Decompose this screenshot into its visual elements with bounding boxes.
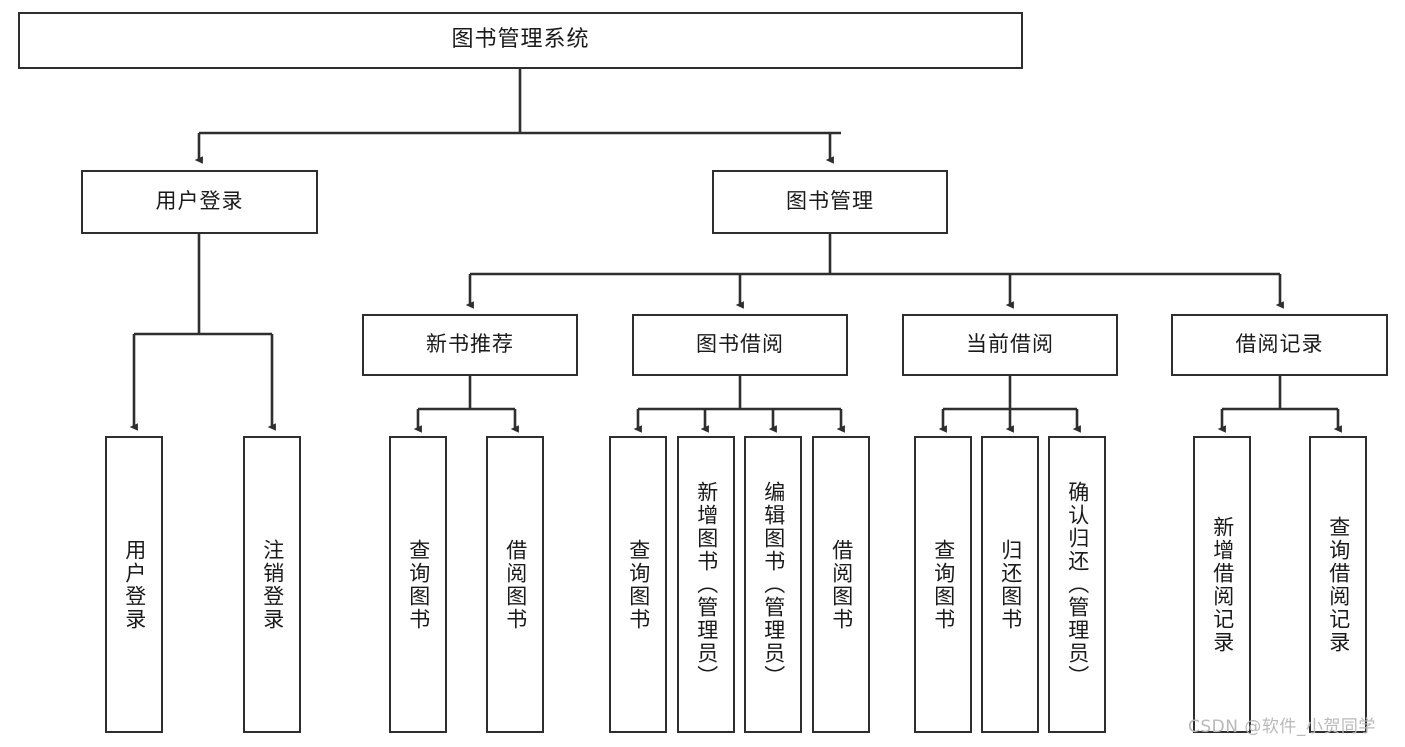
node-root-system-label: 图书管理系统 [451, 27, 590, 53]
leaf-query-book-2-label: 查询图书 [626, 538, 651, 631]
leaf-add-book-label: 新增图书（管理员） [694, 481, 719, 688]
leaf-borrow-book-1-label: 借阅图书 [503, 538, 528, 631]
node-user-login-label: 用户登录 [155, 189, 244, 214]
leaf-query-book-3-label: 查询图书 [931, 538, 956, 631]
node-user-login[interactable]: 用户登录 [81, 170, 318, 234]
node-book-borrow-label: 图书借阅 [696, 332, 784, 357]
leaf-return-book-label: 归还图书 [998, 538, 1023, 631]
node-book-borrow[interactable]: 图书借阅 [632, 314, 848, 376]
leaf-return-book[interactable]: 归还图书 [981, 436, 1039, 733]
leaf-query-book-2[interactable]: 查询图书 [609, 436, 667, 733]
node-borrow-record[interactable]: 借阅记录 [1171, 314, 1388, 376]
leaf-edit-book[interactable]: 编辑图书（管理员） [744, 436, 802, 733]
csdn-watermark: CSDN @软件_小贺同学 [1188, 717, 1376, 737]
leaf-confirm-return-label: 确认归还（管理员） [1065, 481, 1090, 688]
leaf-add-borrow-record-label: 新增借阅记录 [1210, 515, 1235, 654]
leaf-query-book-3[interactable]: 查询图书 [914, 436, 972, 733]
leaf-query-book-1[interactable]: 查询图书 [389, 436, 447, 733]
leaf-query-borrow-record[interactable]: 查询借阅记录 [1309, 436, 1367, 733]
node-new-book-recommend[interactable]: 新书推荐 [362, 314, 578, 376]
leaf-borrow-book-1[interactable]: 借阅图书 [486, 436, 544, 733]
node-borrow-record-label: 借阅记录 [1235, 332, 1324, 357]
node-current-borrow-label: 当前借阅 [966, 332, 1054, 357]
node-book-manage[interactable]: 图书管理 [712, 170, 948, 234]
leaf-confirm-return[interactable]: 确认归还（管理员） [1048, 436, 1106, 733]
leaf-add-book[interactable]: 新增图书（管理员） [677, 436, 735, 733]
node-current-borrow[interactable]: 当前借阅 [902, 314, 1118, 376]
leaf-edit-book-label: 编辑图书（管理员） [761, 481, 786, 688]
node-root-system[interactable]: 图书管理系统 [18, 12, 1023, 69]
leaf-borrow-book-2[interactable]: 借阅图书 [812, 436, 870, 733]
leaf-logout-label: 注销登录 [260, 538, 285, 631]
leaf-borrow-book-2-label: 借阅图书 [829, 538, 854, 631]
leaf-query-book-1-label: 查询图书 [406, 538, 431, 631]
leaf-user-login-label: 用户登录 [122, 538, 147, 631]
leaf-user-login[interactable]: 用户登录 [105, 436, 163, 733]
leaf-add-borrow-record[interactable]: 新增借阅记录 [1193, 436, 1251, 733]
leaf-logout[interactable]: 注销登录 [243, 436, 301, 733]
node-new-book-recommend-label: 新书推荐 [426, 332, 514, 357]
node-book-manage-label: 图书管理 [786, 189, 874, 214]
leaf-query-borrow-record-label: 查询借阅记录 [1326, 515, 1351, 654]
